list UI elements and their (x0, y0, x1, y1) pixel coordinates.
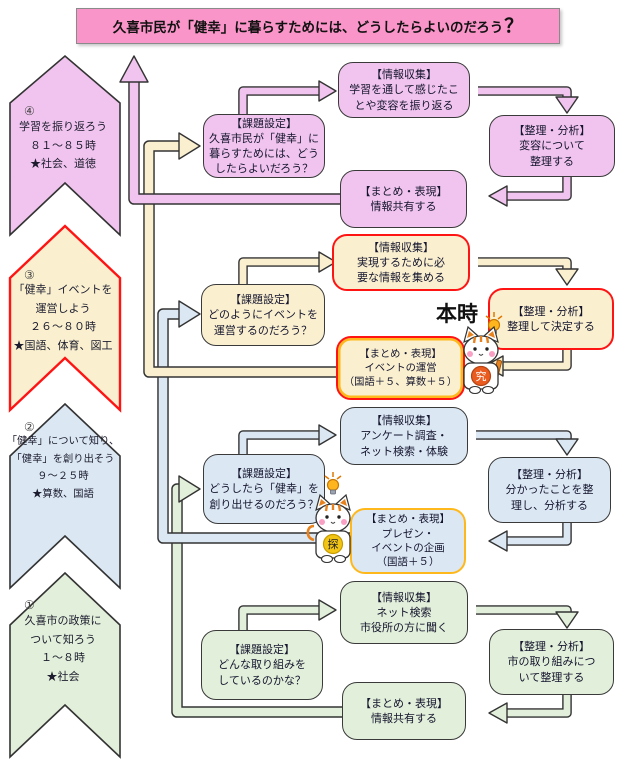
box-seiri-phase4: 【整理・分析】 変容について 整理する (489, 115, 615, 177)
banner-chevron-3 (8, 224, 122, 413)
arrow-seiri-matome-1 (488, 692, 572, 724)
banner-number-1: ① (24, 598, 35, 612)
loop-rail-blue (157, 300, 352, 544)
box-kadai-phase1: 【課題設定】 どんな取り組みを しているのかな？ (201, 630, 323, 700)
arrow-kadai-joho-3 (238, 251, 337, 292)
main-question-text: 久喜市民が「健幸」に暮らすためには、どうしたらよいのだろう (112, 20, 504, 36)
arrow-joho-seiri-4 (478, 86, 579, 114)
box-matome-phase2: 【まとめ・表現】 プレゼン・ イベントの企画 （国語＋５） (350, 508, 466, 574)
arrow-joho-seiri-3 (478, 257, 579, 286)
box-kadai-phase2: 【課題設定】 どうしたら「健幸」を 創り出せるのだろう？ (203, 454, 325, 524)
box-seiri-phase2: 【整理・分析】 分かったことを整 理し、分析する (488, 457, 611, 523)
loop-rail-pink-up (119, 55, 342, 205)
box-joho-phase4: 【情報収集】 学習を通して感じたこ とや変容を振り返る (338, 62, 470, 118)
banner-chevron-1 (9, 571, 121, 759)
arrow-seiri-matome-4 (488, 175, 572, 207)
arrow-joho-seiri-1 (476, 605, 579, 629)
box-joho-phase2: 【情報収集】 アンケート調査・ ネット検索・体験 (340, 407, 468, 465)
main-question-banner: 久喜市民が「健幸」に暮らすためには、どうしたらよいのだろう？ (76, 8, 560, 44)
current-lesson-label: 本時 (436, 301, 478, 326)
box-kadai-phase3: 【課題設定】 どのようにイベントを 運営するのだろう？ (201, 284, 325, 346)
box-kadai-phase4: 【課題設定】 久喜市民が「健幸」に 暮らすためには、どう したらよいだろう？ (203, 114, 325, 178)
banner-number-3: ③ (24, 268, 35, 282)
banner-number-2: ② (24, 420, 35, 434)
box-seiri-phase3: 【整理・分析】 整理して決定する (488, 288, 614, 350)
loop-rail-green (171, 475, 344, 718)
question-mark: ？ (504, 14, 524, 37)
arrow-kadai-joho-1 (238, 599, 337, 638)
loop-rail-cream (143, 132, 338, 378)
arrow-kadai-joho-2 (238, 424, 337, 462)
banner-text-4: 学習を振り返ろう ８１～８５時 ★社会、道徳 (19, 120, 107, 171)
arrow-seiri-matome-3 (484, 348, 572, 377)
banner-text-1: 久喜市の政策に ついて知ろう １～８時 ★社会 (24, 614, 102, 684)
arrow-kadai-joho-4 (238, 80, 337, 122)
banner-text-3: 「健幸」イベントを 運営しよう ２６～８０時 ★国語、体育、図工 (13, 283, 113, 353)
box-seiri-phase1: 【整理・分析】 市の取り組みにつ いて整理する (489, 629, 614, 695)
box-joho-phase3: 【情報収集】 実現するために必 要な情報を集める (332, 234, 470, 291)
banner-chevron-2 (9, 402, 121, 590)
box-matome-phase1: 【まとめ・表現】 情報共有する (342, 682, 466, 740)
banner-number-4: ④ (24, 104, 35, 118)
arrow-seiri-matome-2 (488, 520, 572, 552)
box-joho-phase1: 【情報収集】 ネット検索 市役所の方に聞く (340, 581, 468, 644)
box-matome-phase3: 【まとめ・表現】 イベントの運営 （国語＋５、算数＋５） (336, 336, 465, 400)
arrow-joho-seiri-2 (476, 430, 579, 456)
banner-chevron-4 (9, 54, 121, 237)
banner-text-2: 「健幸」について知り、 「健幸」を創り出そう ９～２５時 ★算数、国語 (6, 435, 120, 500)
box-matome-phase4: 【まとめ・表現】 情報共有する (340, 170, 467, 228)
